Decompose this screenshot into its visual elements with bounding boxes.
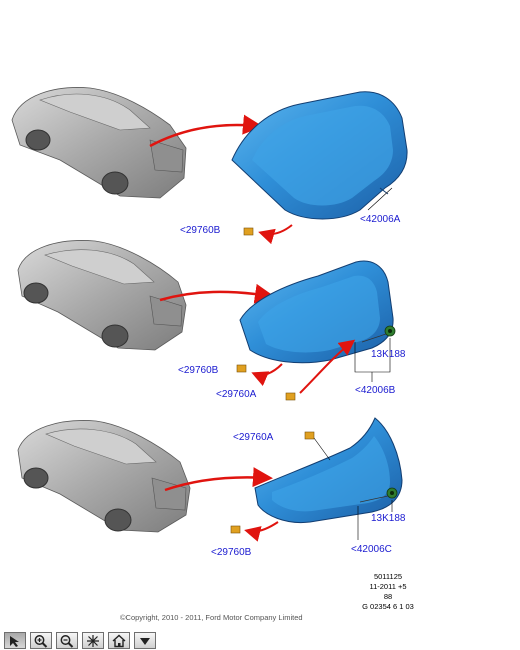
reference-code: 5011125 11-2011 +5 88 G 02354 6 1 03 bbox=[358, 572, 418, 612]
arrow-clip-3 bbox=[244, 521, 279, 542]
bracket-13k188-1 bbox=[361, 325, 396, 343]
clip-29760b-3 bbox=[230, 525, 241, 534]
rear-glass-42006b bbox=[239, 260, 394, 364]
fit-icon bbox=[87, 634, 99, 647]
label-13k188-p2: 13K188 bbox=[371, 349, 406, 360]
clip-29760a-3 bbox=[304, 431, 315, 440]
zoom-in-button[interactable] bbox=[30, 632, 52, 649]
clip-29760b-1 bbox=[243, 227, 254, 236]
label-29760b-p1: <29760B bbox=[180, 225, 221, 236]
arrow-clip-1 bbox=[258, 224, 293, 245]
home-icon bbox=[112, 634, 126, 647]
dropdown-icon bbox=[140, 637, 150, 645]
viewer-toolbar bbox=[0, 630, 520, 650]
copyright-notice: ©Copyright, 2010 - 2011, Ford Motor Comp… bbox=[120, 613, 303, 622]
label-42006b: <42006B bbox=[355, 385, 396, 396]
rear-glass-42006c bbox=[254, 417, 403, 524]
label-13k188-p3: 13K188 bbox=[371, 513, 406, 524]
parts-diagram bbox=[11, 87, 408, 542]
home-button[interactable] bbox=[108, 632, 130, 649]
car-silhouette-3 bbox=[17, 420, 191, 533]
select-tool-button[interactable] bbox=[4, 632, 26, 649]
arrow-2 bbox=[159, 283, 275, 304]
arrow-clip-2a bbox=[299, 339, 356, 394]
label-42006a: <42006A bbox=[360, 214, 401, 225]
zoom-in-icon bbox=[34, 634, 48, 648]
panel-1 bbox=[11, 87, 408, 245]
label-29760a-p3: <29760A bbox=[233, 432, 274, 443]
arrow-clip-2b bbox=[251, 363, 283, 387]
reference-code-line2: 11-2011 +5 bbox=[369, 582, 407, 591]
bracket-13k188-2 bbox=[359, 487, 398, 503]
clip-29760a-2 bbox=[285, 392, 296, 401]
arrow-3 bbox=[164, 467, 273, 492]
car-silhouette-1 bbox=[11, 87, 187, 199]
select-icon bbox=[10, 635, 19, 647]
reference-code-line4: G 02354 6 1 03 bbox=[362, 602, 414, 611]
label-29760a-p2: <29760A bbox=[216, 389, 257, 400]
label-29760b-p3: <29760B bbox=[211, 547, 252, 558]
fit-view-button[interactable] bbox=[82, 632, 104, 649]
reference-code-line3: 88 bbox=[383, 592, 393, 601]
reference-code-line1: 5011125 bbox=[373, 572, 403, 581]
leader-clip-3a bbox=[313, 437, 331, 461]
panel-3 bbox=[17, 417, 403, 542]
zoom-out-button[interactable] bbox=[56, 632, 78, 649]
label-29760b-p2: <29760B bbox=[178, 365, 219, 376]
zoom-out-icon bbox=[60, 634, 74, 648]
clip-29760b-2 bbox=[236, 364, 247, 373]
car-silhouette-2 bbox=[17, 240, 187, 351]
more-options-button[interactable] bbox=[134, 632, 156, 649]
panel-2 bbox=[17, 240, 396, 401]
leader-42006a bbox=[367, 187, 393, 211]
leader-42006c bbox=[357, 500, 393, 540]
leader-42006b bbox=[354, 338, 391, 382]
arrow-1 bbox=[149, 114, 263, 148]
rear-glass-42006a bbox=[231, 91, 408, 220]
label-42006c: <42006C bbox=[351, 544, 392, 555]
